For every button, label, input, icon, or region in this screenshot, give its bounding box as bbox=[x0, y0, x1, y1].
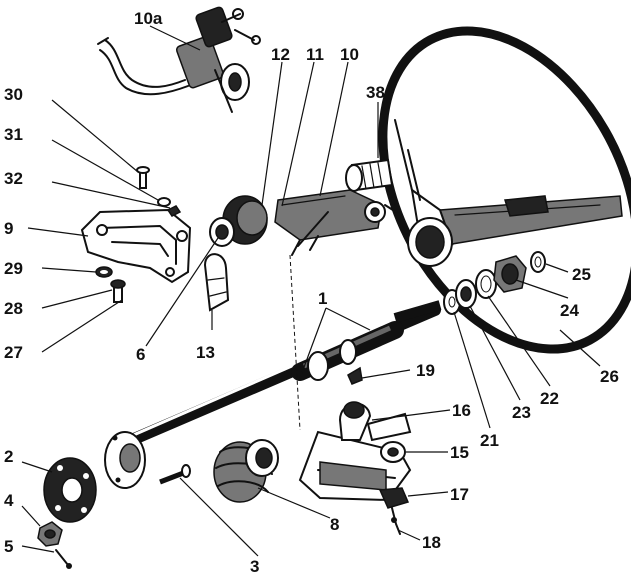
leader-lines bbox=[21, 25, 601, 557]
lower-bracket-15 bbox=[298, 401, 412, 535]
label-8: 8 bbox=[330, 515, 339, 534]
label-27: 27 bbox=[4, 343, 23, 362]
small-fasteners bbox=[95, 166, 182, 303]
label-22: 22 bbox=[540, 389, 559, 408]
flange-plate-2 bbox=[43, 457, 97, 523]
collar-12 bbox=[209, 195, 268, 247]
label-6: 6 bbox=[136, 345, 145, 364]
label-5: 5 bbox=[4, 537, 13, 556]
label-30: 30 bbox=[4, 85, 23, 104]
washers-21-25 bbox=[443, 251, 546, 315]
label-25: 25 bbox=[572, 265, 591, 284]
label-15: 15 bbox=[450, 443, 469, 462]
steering-wheel bbox=[378, 26, 631, 354]
label-10a: 10a bbox=[134, 9, 163, 28]
part-labels: 10a 12 11 10 38 30 31 32 9 29 28 27 6 13… bbox=[4, 9, 619, 576]
label-32: 32 bbox=[4, 169, 23, 188]
label-4: 4 bbox=[4, 491, 14, 510]
label-23: 23 bbox=[512, 403, 531, 422]
label-24: 24 bbox=[560, 301, 579, 320]
label-1: 1 bbox=[318, 289, 327, 308]
bracket-9 bbox=[80, 208, 192, 284]
label-28: 28 bbox=[4, 299, 23, 318]
label-12: 12 bbox=[271, 45, 290, 64]
label-31: 31 bbox=[4, 125, 23, 144]
label-17: 17 bbox=[450, 485, 469, 504]
ignition-switch-10a bbox=[97, 6, 261, 113]
label-19: 19 bbox=[416, 361, 435, 380]
lock-barrel-38 bbox=[345, 158, 394, 192]
label-10: 10 bbox=[340, 45, 359, 64]
label-9: 9 bbox=[4, 219, 13, 238]
label-11: 11 bbox=[306, 45, 324, 64]
label-18: 18 bbox=[422, 533, 441, 552]
label-38: 38 bbox=[366, 83, 385, 102]
label-26: 26 bbox=[600, 367, 619, 386]
label-13: 13 bbox=[196, 343, 215, 362]
bolt-3 bbox=[159, 464, 191, 485]
label-2: 2 bbox=[4, 447, 13, 466]
label-29: 29 bbox=[4, 259, 23, 278]
nut-4-screw-5 bbox=[37, 521, 72, 569]
steering-column-1 bbox=[104, 300, 442, 489]
label-16: 16 bbox=[452, 401, 471, 420]
clamp-13 bbox=[203, 253, 230, 312]
label-21: 21 bbox=[480, 431, 499, 450]
switch-housing-10 bbox=[274, 189, 397, 256]
clip-19 bbox=[347, 366, 363, 385]
boot-8 bbox=[213, 439, 279, 503]
label-3: 3 bbox=[250, 557, 259, 576]
